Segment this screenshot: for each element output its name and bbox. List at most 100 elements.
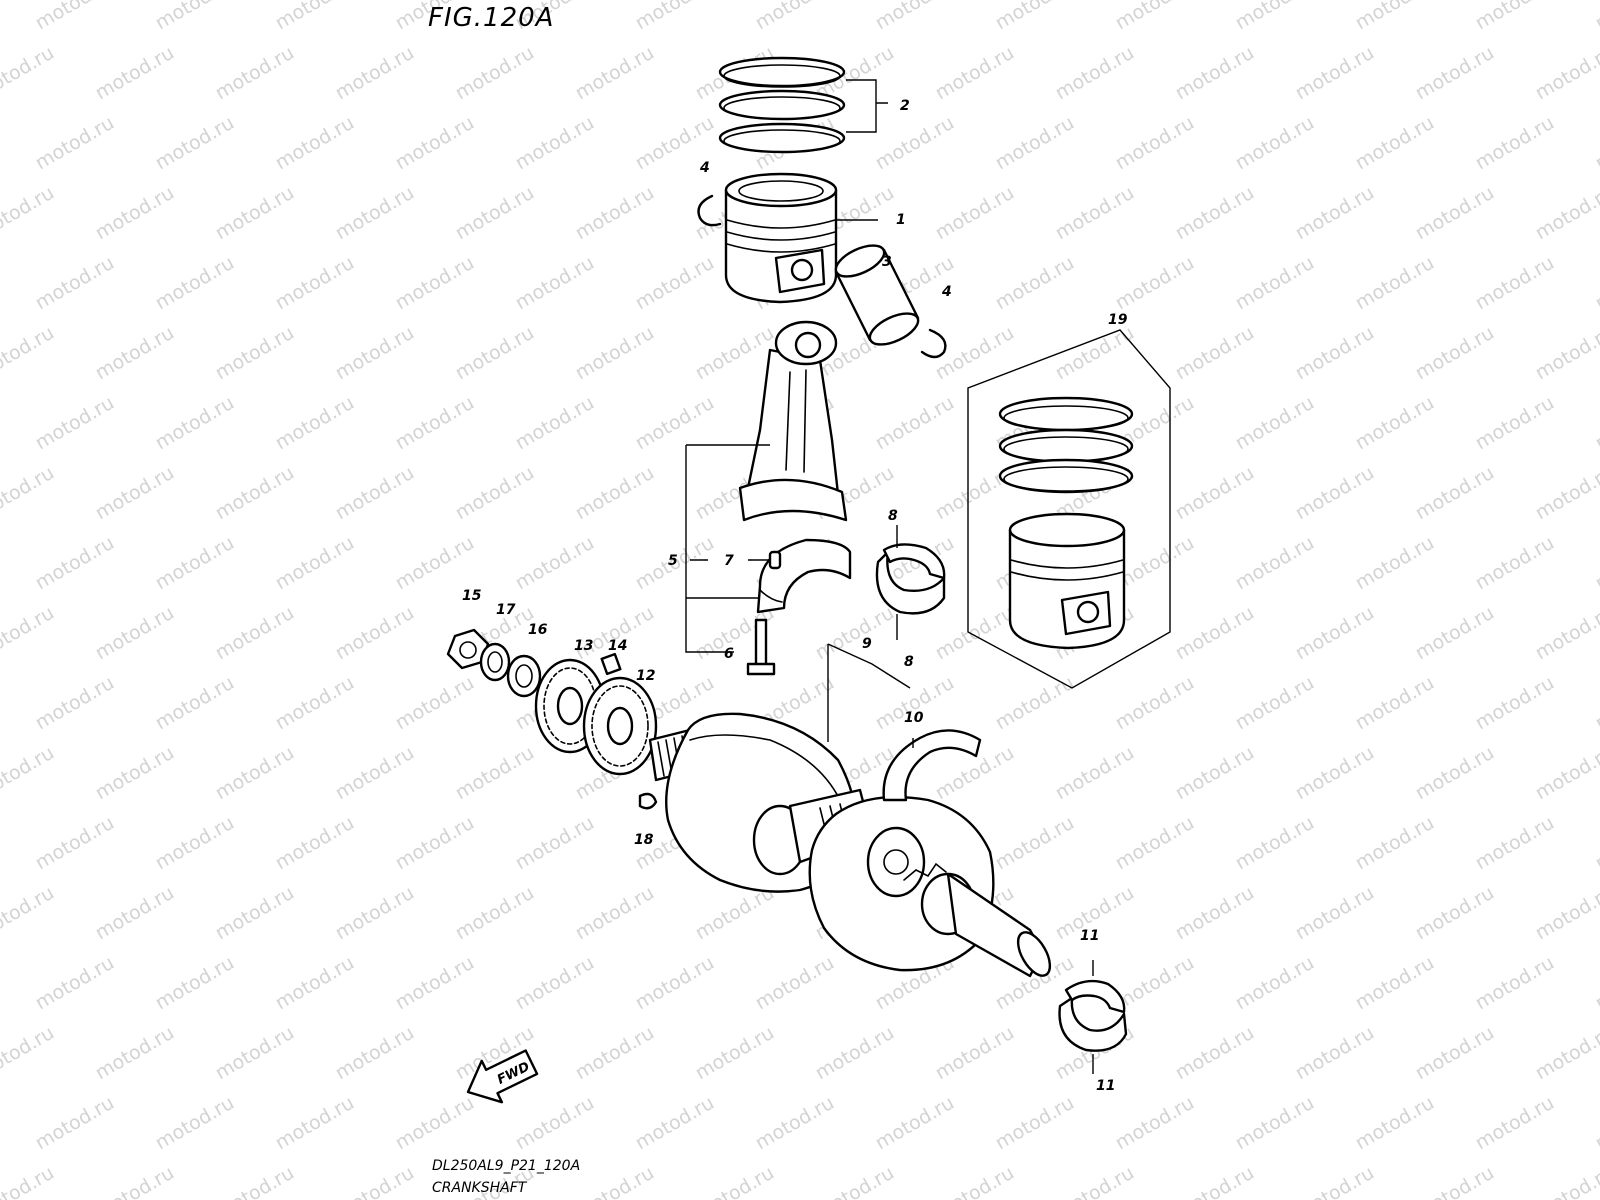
watermark-text: motod.ru [992, 1092, 1078, 1155]
watermark-text: motod.ru [92, 602, 178, 665]
watermark-text: motod.ru [92, 882, 178, 945]
watermark-text: motod.ru [992, 0, 1078, 34]
watermark-text: motod.ru [1412, 182, 1498, 245]
callout-8-bottom: 8 [904, 654, 914, 670]
watermark-text: motod.ru [392, 672, 478, 735]
watermark-text: motod.ru [1472, 532, 1558, 595]
watermark-text: motod.ru [212, 1022, 298, 1085]
watermark-text: motod.ru [152, 952, 238, 1015]
watermark-text: motod.ru [1592, 532, 1600, 595]
watermark-text: motod.ru [1352, 252, 1438, 315]
watermark-text: motod.ru [872, 0, 958, 34]
watermark-text: motod.ru [512, 952, 598, 1015]
watermark-text: motod.ru [1352, 952, 1438, 1015]
watermark-text: motod.ru [212, 1162, 298, 1200]
watermark-text: motod.ru [632, 252, 718, 315]
piston-pin [834, 244, 920, 346]
watermark-text: motod.ru [1172, 182, 1258, 245]
callout-6: 6 [724, 646, 734, 662]
watermark-text: motod.ru [1532, 182, 1600, 245]
watermark-text: motod.ru [1112, 812, 1198, 875]
watermark-text: motod.ru [1352, 672, 1438, 735]
watermark-text: motod.ru [572, 1022, 658, 1085]
watermark-text: motod.ru [0, 1162, 58, 1200]
watermark-text: motod.ru [1412, 742, 1498, 805]
watermark-text: motod.ru [1232, 532, 1318, 595]
watermark-text: motod.ru [1412, 462, 1498, 525]
watermark-text: motod.ru [452, 322, 538, 385]
watermark-text: motod.ru [32, 952, 118, 1015]
watermark-text: motod.ru [1112, 0, 1198, 34]
watermark-text: motod.ru [1172, 1022, 1258, 1085]
watermark-text: motod.ru [1352, 392, 1438, 455]
watermark-text: motod.ru [1472, 952, 1558, 1015]
watermark-text: motod.ru [992, 112, 1078, 175]
watermark-text: motod.ru [0, 602, 58, 665]
watermark-text: motod.ru [212, 42, 298, 105]
watermark-text: motod.ru [692, 1162, 778, 1200]
watermark-text: motod.ru [1472, 672, 1558, 735]
watermark-text: motod.ru [1592, 0, 1600, 34]
watermark-text: motod.ru [272, 812, 358, 875]
watermark-text: motod.ru [32, 812, 118, 875]
watermark-text: motod.ru [512, 812, 598, 875]
watermark-text: motod.ru [1112, 252, 1198, 315]
watermark-text: motod.ru [872, 1092, 958, 1155]
watermark-text: motod.ru [1532, 1022, 1600, 1085]
watermark-text: motod.ru [1232, 252, 1318, 315]
watermark-text: motod.ru [0, 1022, 58, 1085]
piston [724, 172, 838, 304]
spacer [506, 654, 542, 698]
watermark-text: motod.ru [272, 672, 358, 735]
watermark-text: motod.ru [272, 392, 358, 455]
watermark-text: motod.ru [1472, 252, 1558, 315]
circlip-left [697, 194, 722, 227]
watermark-text: motod.ru [752, 0, 838, 34]
watermark-text: motod.ru [392, 952, 478, 1015]
watermark-text: motod.ru [32, 532, 118, 595]
callout-10: 10 [904, 710, 924, 726]
watermark-text: motod.ru [152, 392, 238, 455]
watermark-text: motod.ru [0, 462, 58, 525]
watermark-text: motod.ru [1292, 1022, 1378, 1085]
figure-title: FIG.120A [428, 3, 554, 33]
watermark-text: motod.ru [92, 42, 178, 105]
watermark-text: motod.ru [332, 602, 418, 665]
watermark-text: motod.ru [1592, 952, 1600, 1015]
watermark-text: motod.ru [812, 1162, 898, 1200]
watermark-text: motod.ru [452, 882, 538, 945]
watermark-text: motod.ru [932, 1162, 1018, 1200]
watermark-text: motod.ru [1532, 882, 1600, 945]
callout-7: 7 [724, 553, 734, 569]
watermark-text: motod.ru [1592, 672, 1600, 735]
callout-8-top: 8 [888, 508, 898, 524]
connecting-rod [738, 320, 848, 522]
watermark-text: motod.ru [1592, 812, 1600, 875]
watermark-text: motod.ru [572, 882, 658, 945]
watermark-text: motod.ru [1052, 1162, 1138, 1200]
watermark-text: motod.ru [212, 182, 298, 245]
dowel-pin [768, 550, 782, 570]
watermark-text: motod.ru [92, 322, 178, 385]
watermark-text: motod.ru [92, 742, 178, 805]
watermark-text: motod.ru [572, 322, 658, 385]
watermark-text: motod.ru [392, 252, 478, 315]
watermark-text: motod.ru [512, 112, 598, 175]
watermark-text: motod.ru [1352, 812, 1438, 875]
watermark-text: motod.ru [692, 1022, 778, 1085]
watermark-text: motod.ru [992, 672, 1078, 735]
watermark-text: motod.ru [92, 182, 178, 245]
watermark-text: motod.ru [1292, 462, 1378, 525]
watermark-text: motod.ru [32, 0, 118, 34]
watermark-text: motod.ru [1592, 392, 1600, 455]
watermark-text: motod.ru [0, 742, 58, 805]
watermark-text: motod.ru [1412, 42, 1498, 105]
watermark-text: motod.ru [1532, 42, 1600, 105]
watermark-text: motod.ru [572, 462, 658, 525]
watermark-text: motod.ru [632, 1092, 718, 1155]
watermark-text: motod.ru [872, 392, 958, 455]
watermark-text: motod.ru [332, 322, 418, 385]
callout-14: 14 [608, 638, 627, 654]
watermark-text: motod.ru [1112, 112, 1198, 175]
